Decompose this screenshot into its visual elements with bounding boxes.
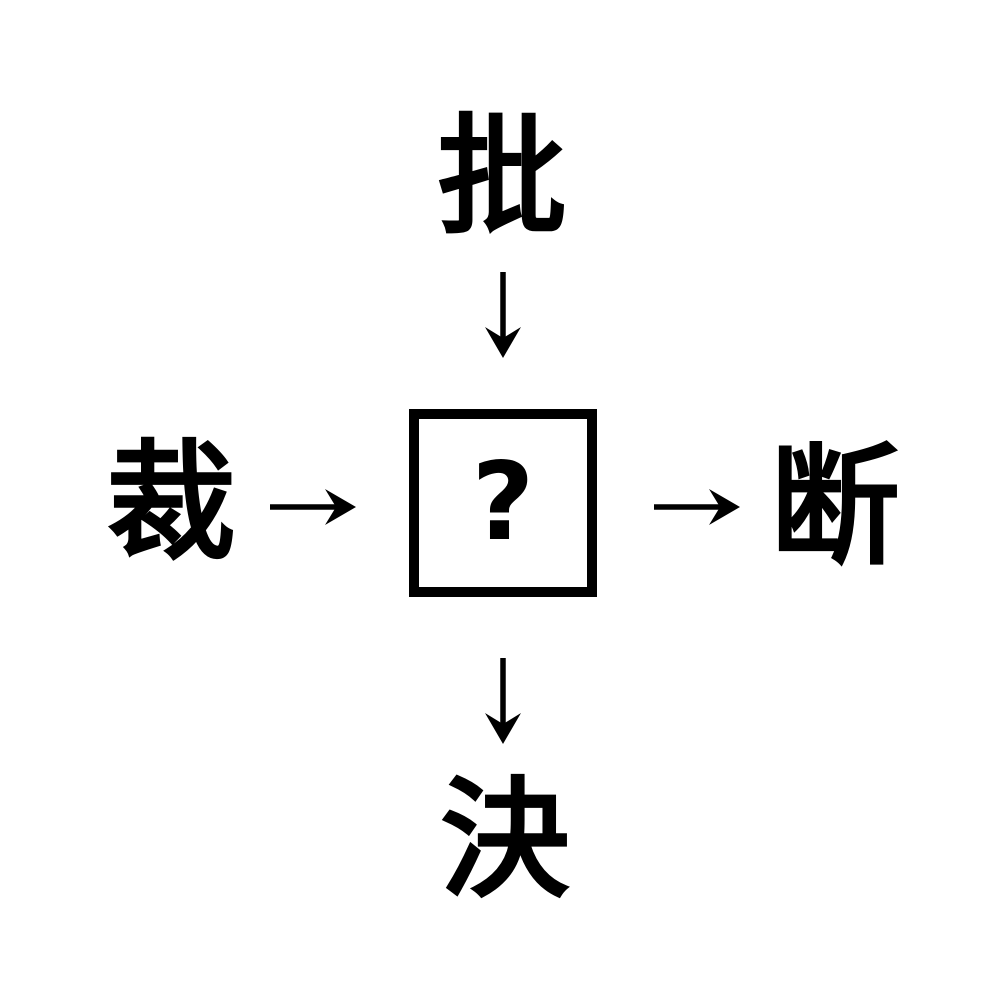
answer-box: ? (409, 409, 597, 597)
kanji-bottom: 決 (439, 764, 571, 916)
arrow-right-icon (652, 487, 742, 527)
kanji-top: 批 (436, 101, 568, 253)
question-mark: ? (471, 440, 535, 565)
kanji-right: 断 (769, 431, 901, 583)
arrow-down-icon (483, 656, 523, 746)
kanji-left: 裁 (105, 427, 237, 579)
arrow-down-icon (483, 270, 523, 360)
arrow-right-icon (268, 487, 358, 527)
